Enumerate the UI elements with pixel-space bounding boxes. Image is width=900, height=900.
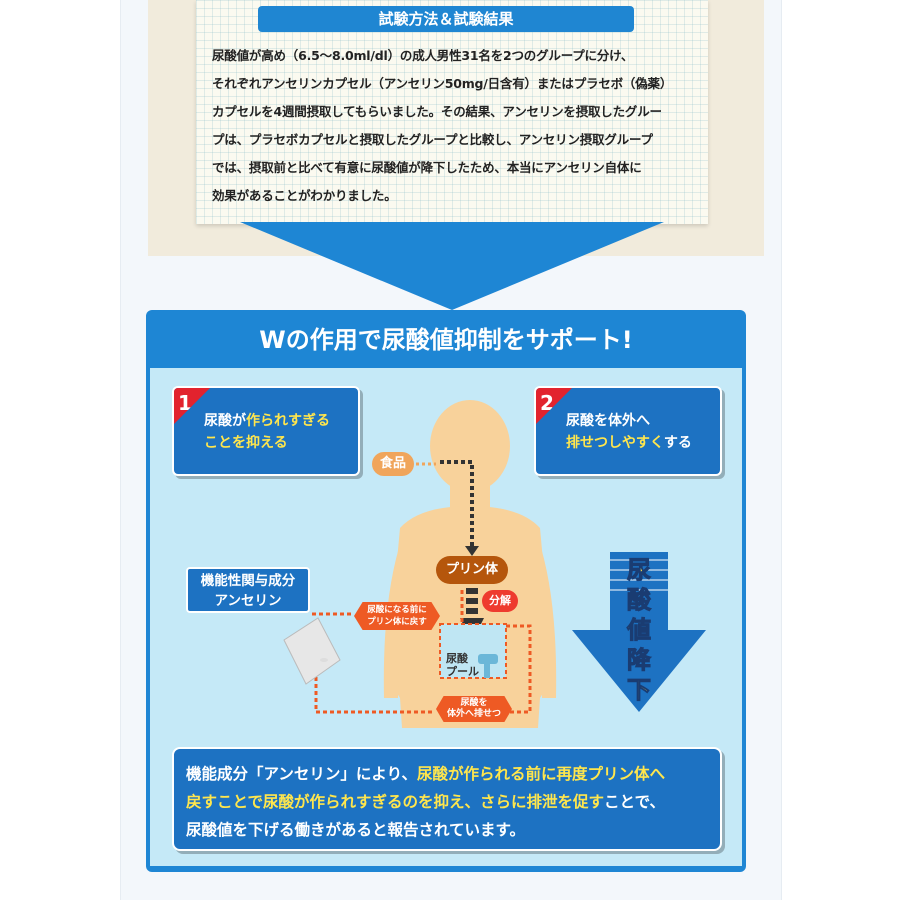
summary-text-part: ことで、: [604, 793, 665, 811]
callout-text-part: 尿酸が: [204, 413, 246, 429]
faucet-icon: [478, 654, 498, 664]
study-text-line: カプセルを4週間摂取してもらいました。その結果、アンセリンを摂取したグルー: [212, 104, 662, 119]
down-arrow-icon: [240, 222, 664, 310]
callout-highlight: ことを抑える: [204, 435, 288, 451]
callout-text: 尿酸が作られすぎる ことを抑える: [204, 410, 330, 454]
return-tag-line: プリン体に戻す: [367, 617, 427, 627]
callout-promote-excretion: 2 尿酸を体外へ 排せつしやすくする: [534, 386, 722, 476]
decrease-char: 値: [627, 616, 652, 645]
summary-line: 戻すことで尿酸が作られすぎるのを抑え、さらに排泄を促すことで、: [186, 790, 716, 812]
excrete-tag-line: 尿酸を: [460, 698, 488, 708]
return-tag-line: 尿酸になる前に: [367, 605, 427, 615]
study-text-line: プは、プラセボカプセルと摂取したグループと比較し、アンセリン摂取グループ: [212, 132, 653, 147]
callout-text-part: 尿酸を体外へ: [566, 413, 650, 429]
excrete-tag-line: 体外へ排せつ: [446, 709, 501, 719]
decrease-char: 酸: [627, 586, 652, 615]
pool-label: 尿酸 プール: [446, 652, 479, 678]
study-title: 試験方法＆試験結果: [258, 6, 634, 32]
decrease-char: 降: [627, 646, 652, 675]
summary-text-part: 機能成分「アンセリン」により、: [186, 765, 417, 783]
study-text-line: それぞれアンセリンカプセル（アンセリン50mg/日含有）またはプラセボ（偽薬）: [212, 76, 673, 91]
callout-text: 尿酸を体外へ 排せつしやすくする: [566, 410, 692, 454]
callout-highlight: 排せつしやすく: [566, 435, 664, 451]
decrease-arrow-icon: [572, 552, 706, 712]
summary-highlight: 戻すことで尿酸が作られすぎるのを抑え、さらに排泄を促す: [186, 793, 605, 811]
pool-label-line: プール: [446, 665, 479, 678]
summary-highlight: 尿酸が作られる前に再度プリン体へ: [416, 765, 665, 783]
callout-highlight: 作られすぎる: [246, 413, 330, 429]
digestion-arrowhead: [465, 546, 479, 556]
study-text-line: 効果があることがわかりました。: [212, 188, 397, 203]
anserine-label: 機能性関与成分 アンセリン: [186, 567, 310, 613]
decrease-char: 尿: [627, 556, 652, 585]
anserine-label-line: アンセリン: [214, 593, 282, 609]
callout-text-part: する: [663, 435, 692, 451]
uric-acid-pool: [439, 623, 507, 679]
excrete-tag: 尿酸を 体外へ排せつ: [436, 696, 512, 722]
decrease-char: 下: [627, 676, 652, 705]
summary-box: [172, 747, 722, 851]
capsule-package-icon: [283, 617, 341, 685]
anserine-label-line: 機能性関与成分: [200, 573, 296, 589]
grid-paper: [196, 0, 708, 224]
decompose-tag: 分解: [482, 590, 518, 612]
summary-line: 尿酸値を下げる働きがあると報告されています。: [186, 821, 525, 839]
digestion-path: [440, 460, 474, 548]
food-tag: 食品: [372, 452, 414, 476]
support-title: Wの作用で尿酸値抑制をサポート!: [259, 326, 633, 354]
callout-suppress-production: 1 尿酸が作られすぎる ことを抑える: [172, 386, 360, 476]
summary-line: 機能成分「アンセリン」により、尿酸が作られる前に再度プリン体へ: [186, 762, 716, 784]
return-to-purine-tag: 尿酸になる前に プリン体に戻す: [354, 602, 440, 630]
pool-label-line: 尿酸: [446, 652, 468, 665]
study-text-line: 尿酸値が高め（6.5〜8.0ml/dl）の成人男性31名を2つのグループに分け、: [212, 48, 634, 63]
uric-acid-decrease-label: 尿 酸 値 降 下: [620, 555, 658, 705]
study-text-line: では、摂取前と比べて有意に尿酸値が降下したため、本当にアンセリン自体に: [212, 160, 642, 175]
purine-tag: プリン体: [436, 556, 508, 584]
